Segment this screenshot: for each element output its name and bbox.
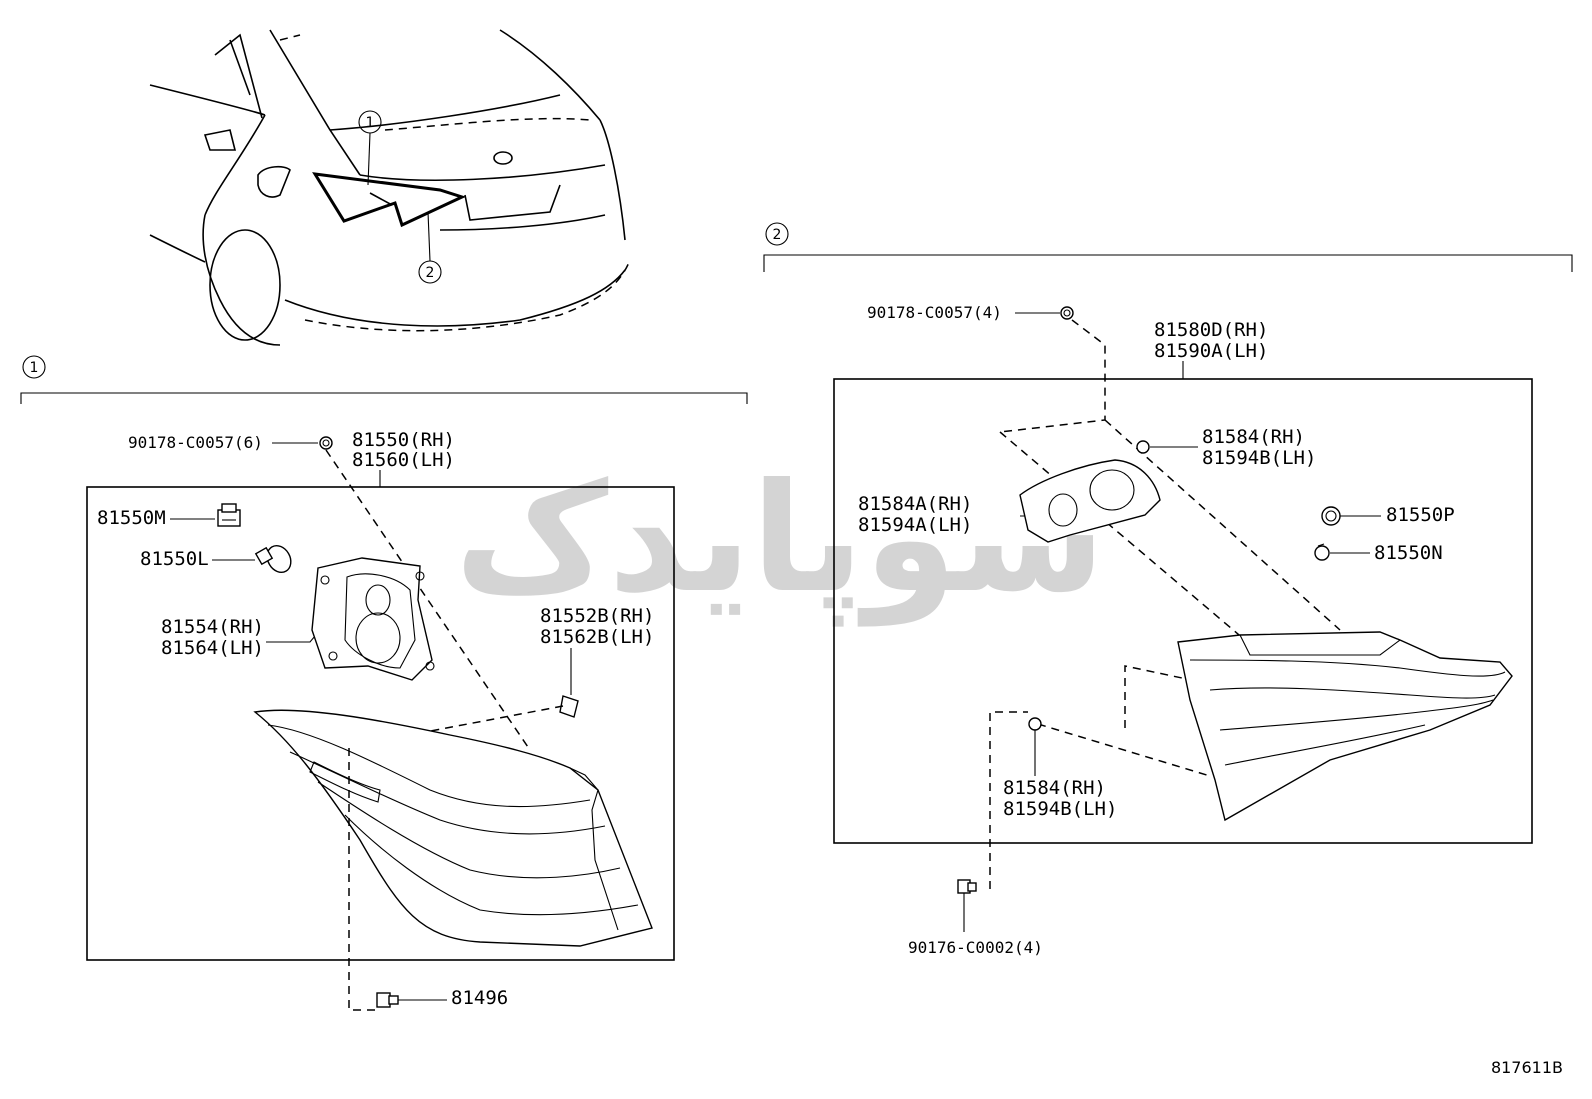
g1-bolt-top-label: 90178-C0057(6) [128, 433, 263, 452]
g2-lamp-lh-label: 81590A(LH) [1154, 340, 1268, 362]
g1-bulb [254, 544, 292, 574]
figure-id: 817611B [1491, 1058, 1563, 1077]
g2-lamp-rh-label: 81580D(RH) [1154, 319, 1268, 341]
group-2-callout: 2 [773, 227, 782, 243]
g2-cushion-top-lh-label: 81594B(LH) [1202, 447, 1316, 469]
group-1-callout: 1 [30, 360, 39, 376]
group-1-outer-lamp: 1 90178-C0057(6) 81550(RH) 81560(LH) 815… [20, 355, 748, 1011]
g2-gasket [1019, 459, 1161, 543]
watermark: سوپایدک [455, 452, 1106, 627]
callout-2-label: 2 [426, 265, 435, 281]
g2-bolt-top-label: 90178-C0057(4) [867, 303, 1002, 322]
g2-cushion-top [1136, 440, 1150, 454]
g1-gasket [311, 557, 435, 681]
group-2-bracket [763, 254, 1573, 272]
group-2-inner-lamp: 2 90178-C0057(4) 81580D(RH) 81590A(LH) 8… [763, 222, 1573, 957]
g2-cushion-top-rh-label: 81584(RH) [1202, 426, 1305, 448]
g1-clip-label: 81496 [451, 987, 508, 1009]
g1-cushion-rh-label: 81552B(RH) [540, 605, 654, 627]
g1-gasket-rh-label: 81554(RH) [161, 616, 264, 638]
group-1-bracket [20, 392, 748, 404]
g2-bulb-label: 81550N [1374, 542, 1443, 564]
callout-1-label: 1 [366, 115, 375, 131]
g2-nut-label: 90176-C0002(4) [908, 938, 1043, 957]
g1-socket-label: 81550M [97, 507, 166, 529]
g2-inner-lamp [1177, 631, 1513, 822]
g1-bolt [319, 436, 333, 450]
g1-lamp-lh-label: 81560(LH) [352, 449, 455, 471]
g2-socket [1321, 506, 1341, 526]
g1-outer-lamp [253, 709, 653, 947]
g2-bolt [1060, 306, 1074, 320]
g2-cushion-bot [1028, 717, 1042, 731]
g2-nut [957, 879, 977, 894]
watermark-text: سوپایدک [455, 452, 1106, 627]
car-rear-overview: 1 2 [149, 29, 631, 346]
g2-gasket-lh-label: 81594A(LH) [858, 514, 972, 536]
g1-gasket-lh-label: 81564(LH) [161, 637, 264, 659]
g1-clip [376, 992, 399, 1008]
g1-lamp-rh-label: 81550(RH) [352, 429, 455, 451]
g1-bulb-label: 81550L [140, 548, 209, 570]
g1-socket [217, 503, 241, 527]
g2-bulb [1314, 543, 1330, 561]
g1-cushion-lh-label: 81562B(LH) [540, 626, 654, 648]
g2-cushion-bot-rh-label: 81584(RH) [1003, 777, 1106, 799]
g2-gasket-rh-label: 81584A(RH) [858, 493, 972, 515]
g2-socket-label: 81550P [1386, 504, 1455, 526]
g2-cushion-bot-lh-label: 81594B(LH) [1003, 798, 1117, 820]
